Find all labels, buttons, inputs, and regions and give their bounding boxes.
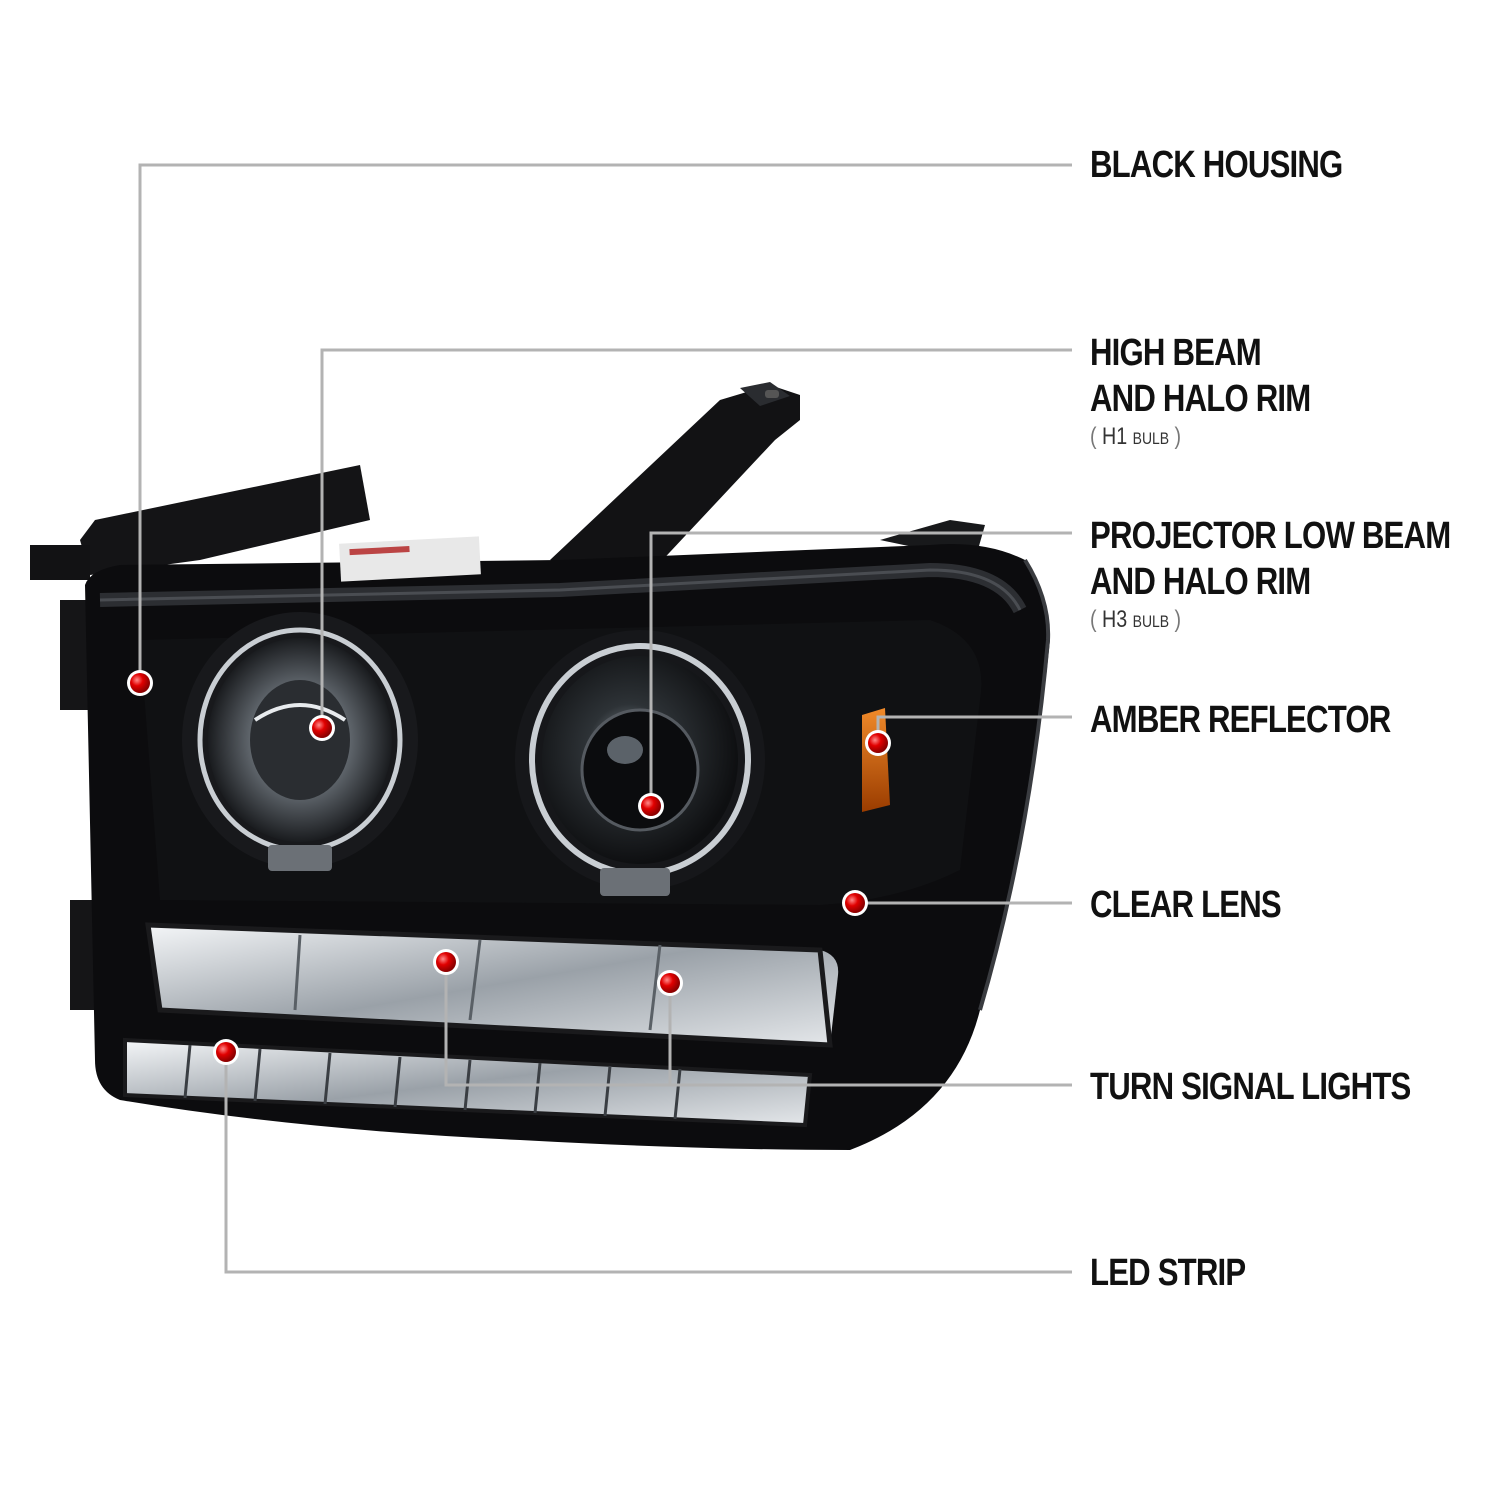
projector-low-beam-bulb-note-word: BULB [1132,612,1170,631]
projector-low-beam-bulb-note-open: ( [1090,606,1097,633]
turn-signal-lights-label-line: TURN SIGNAL LIGHTS [1090,1066,1411,1108]
turn-signal-lights-marker-dot [660,973,680,993]
led-strip-marker-dot [216,1042,236,1062]
black-housing-leader-line [138,163,1072,683]
amber-reflector-label: AMBER REFLECTOR [1090,697,1391,743]
high-beam-bulb-note-close: ) [1169,423,1182,450]
projector-low-beam-bulb-note-code: H3 [1096,606,1133,633]
amber-reflector-label-line: AMBER REFLECTOR [1090,699,1391,741]
clear-lens-marker-dot [845,893,865,913]
turn-signal-lights-marker-dot [436,952,456,972]
marker-dots [127,670,891,1065]
high-beam-bulb-note-word: BULB [1132,429,1170,448]
high-beam-label-line: HIGH BEAM [1090,332,1262,374]
turn-signal-bar [145,922,839,1048]
high-beam-lens [182,612,418,871]
projector-lens [515,630,765,896]
high-beam-leader-line [320,348,1072,728]
amber-reflector-part [862,708,890,812]
projector-low-beam-label-line: PROJECTOR LOW BEAM [1090,515,1451,557]
projector-low-beam-marker-dot [641,796,661,816]
projector-low-beam-bulb-note: ( H3 BULB ) [1090,605,1450,637]
clear-lens-label: CLEAR LENS [1090,882,1282,928]
turn-signal-lights-leader-line [444,962,1072,1087]
projector-low-beam-label-line: AND HALO RIM [1090,561,1311,603]
high-beam-bulb-note-open: ( [1090,423,1097,450]
black-housing-marker-dot [130,673,150,693]
high-beam-marker-dot [312,718,332,738]
high-beam-label-line: AND HALO RIM [1090,378,1311,420]
leader-lines [138,163,1072,1274]
high-beam-bulb-note-code: H1 [1096,423,1133,450]
high-beam-bulb-note: ( H1 BULB ) [1090,422,1310,454]
projector-low-beam-bulb-note-close: ) [1169,606,1182,633]
led-strip-leader-line [224,1052,1072,1274]
black-housing-label: BLACK HOUSING [1090,142,1343,188]
black-housing-label-line: BLACK HOUSING [1090,144,1343,186]
led-strip-label: LED STRIP [1090,1250,1246,1296]
turn-signal-lights-label: TURN SIGNAL LIGHTS [1090,1064,1411,1110]
amber-reflector-marker-dot [868,733,888,753]
projector-low-beam-leader-line [649,531,1072,806]
clear-lens-label-line: CLEAR LENS [1090,884,1282,926]
led-strip-label-line: LED STRIP [1090,1252,1246,1294]
